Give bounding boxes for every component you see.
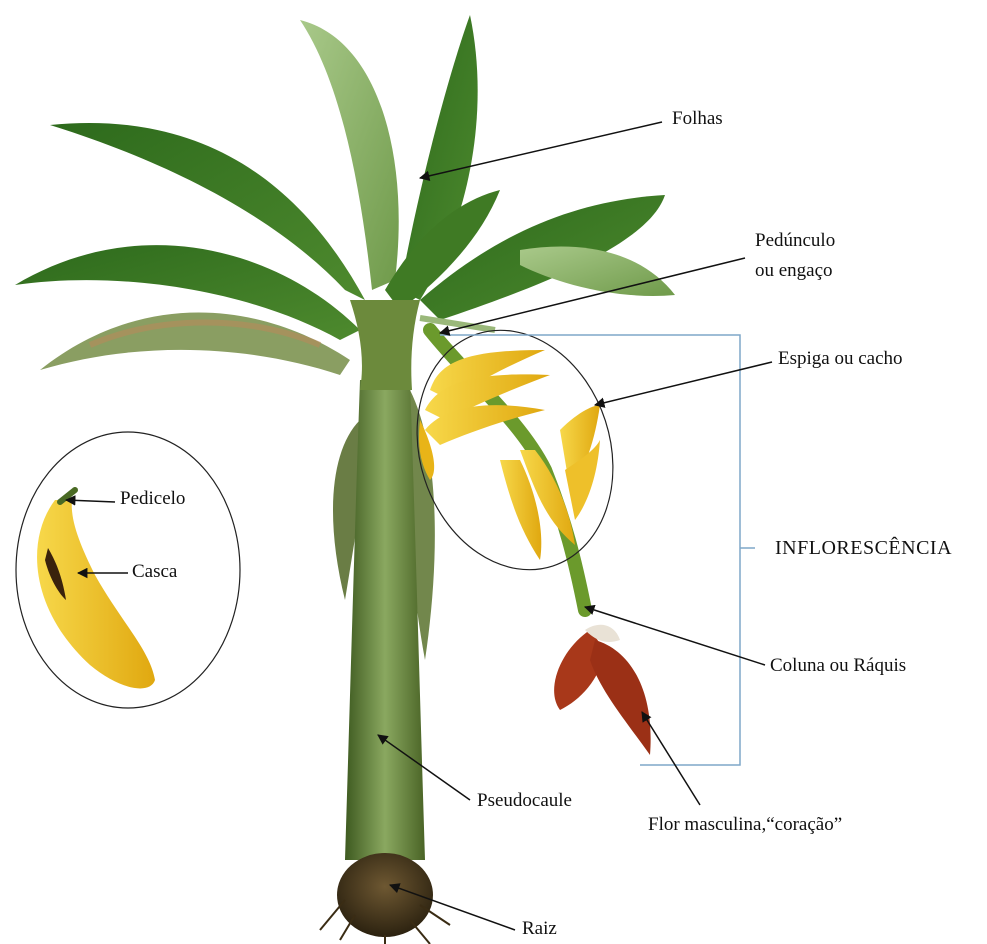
label-coluna: Coluna ou Ráquis: [770, 655, 906, 678]
label-raiz: Raiz: [522, 918, 557, 941]
arrow-espiga: [595, 362, 772, 405]
label-pedicelo: Pedicelo: [120, 488, 185, 511]
label-inflorescencia: INFLORESCÊNCIA: [775, 536, 952, 560]
label-casca: Casca: [132, 561, 177, 584]
banana-bunch: [419, 350, 600, 560]
label-espiga: Espiga ou cacho: [778, 348, 903, 371]
label-folhas: Folhas: [672, 108, 723, 131]
label-peduncle-line1: Pedúnculo: [755, 230, 835, 253]
label-peduncle-line2: ou engaço: [755, 260, 833, 283]
arrow-pedicelo: [66, 500, 115, 502]
male-flower-bract: [590, 640, 651, 755]
inset-banana: [37, 500, 155, 688]
label-flor: Flor masculina,“coração”: [648, 814, 842, 837]
pseudostem-crown: [350, 300, 420, 390]
leaf-group: [15, 15, 675, 375]
leaf-right-light: [520, 246, 675, 296]
arrow-flor: [642, 712, 700, 805]
label-pseudocaule: Pseudocaule: [477, 790, 572, 813]
